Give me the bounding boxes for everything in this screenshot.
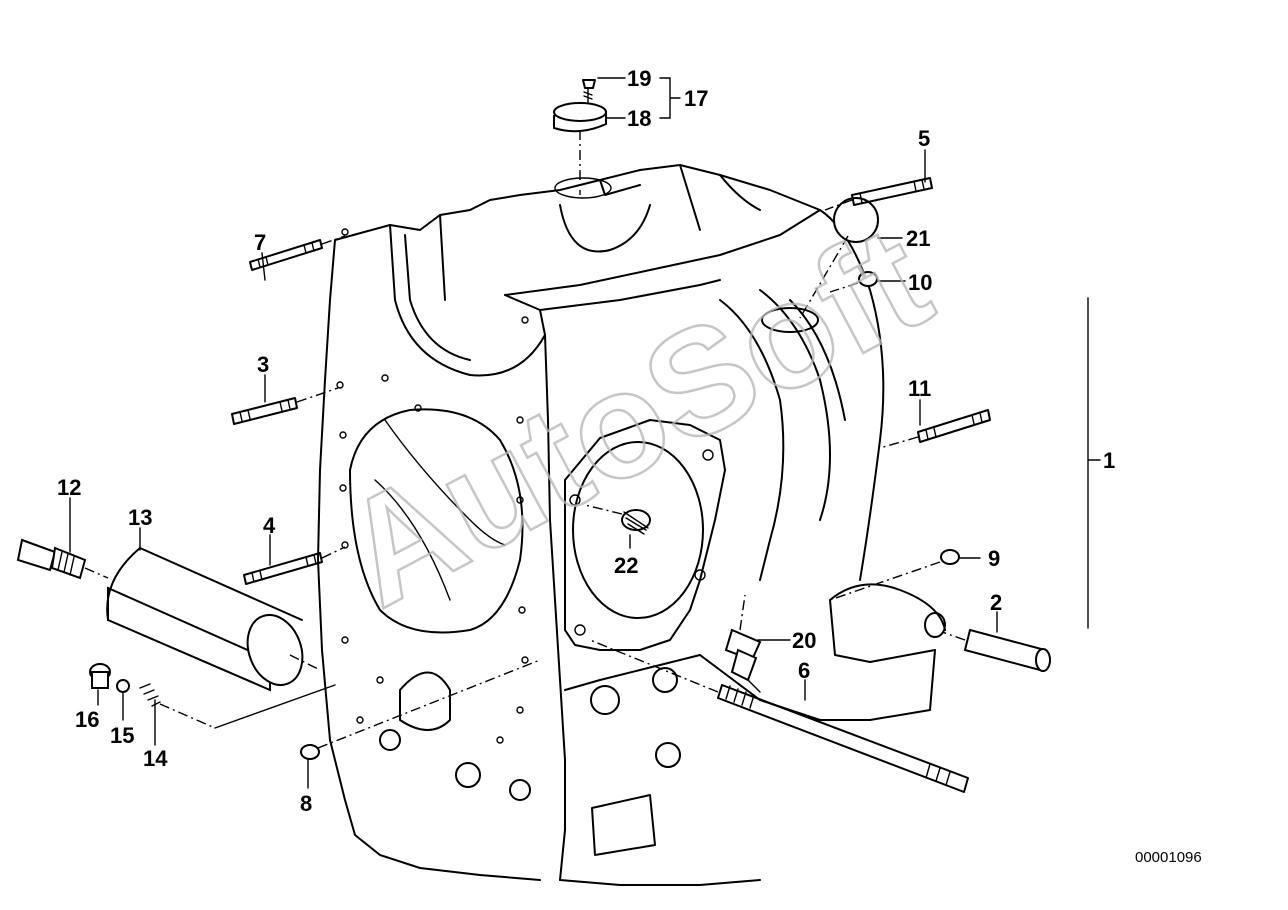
callout-14: 14	[143, 746, 168, 771]
diagram-number: 00001096	[1135, 849, 1202, 866]
callout-18: 18	[627, 106, 651, 131]
callout-5: 5	[918, 126, 930, 151]
stud-5	[824, 177, 933, 211]
sensor-20	[724, 594, 762, 693]
callout-20: 20	[792, 628, 816, 653]
check-valve-parts	[89, 663, 336, 729]
expansion-plug	[799, 197, 879, 319]
crankcase-housing	[317, 164, 946, 886]
threaded-fitting	[16, 538, 109, 580]
plug-8	[300, 659, 541, 760]
callout-22: 22	[614, 553, 638, 578]
callout-15: 15	[110, 723, 134, 748]
callout-17: 17	[684, 86, 708, 111]
callout-1: 1	[1103, 448, 1115, 473]
callout-10: 10	[908, 270, 932, 295]
callout-11: 11	[908, 376, 931, 401]
callout-16: 16	[75, 707, 99, 732]
callout-9: 9	[988, 546, 1000, 571]
long-stud-6	[589, 639, 969, 793]
callout-12: 12	[57, 475, 81, 500]
callout-7: 7	[254, 230, 266, 255]
callout-8: 8	[300, 791, 312, 816]
stud-11	[879, 409, 991, 449]
bolt-holes	[336, 228, 529, 744]
stud-7	[249, 235, 346, 271]
stud-4	[243, 546, 346, 585]
callout-4: 4	[263, 513, 276, 538]
dowel-pin-2	[924, 612, 1051, 672]
callout-labels: 1 2 3 4 5 6 7 8 9 10 11 12 13 14 15 16 1…	[57, 66, 1115, 816]
cylinder-sleeve	[106, 547, 321, 692]
oil-cap-assembly	[553, 79, 612, 199]
sleeve-22	[584, 504, 651, 535]
callout-6: 6	[798, 658, 810, 683]
callout-3: 3	[257, 352, 269, 377]
callout-13: 13	[128, 505, 152, 530]
callout-21: 21	[906, 226, 930, 251]
stud-3	[231, 387, 339, 425]
plug-9	[829, 549, 960, 601]
callout-19: 19	[627, 66, 651, 91]
plug-10	[829, 271, 878, 293]
callout-2: 2	[990, 590, 1002, 615]
leader-lines	[69, 77, 1101, 789]
